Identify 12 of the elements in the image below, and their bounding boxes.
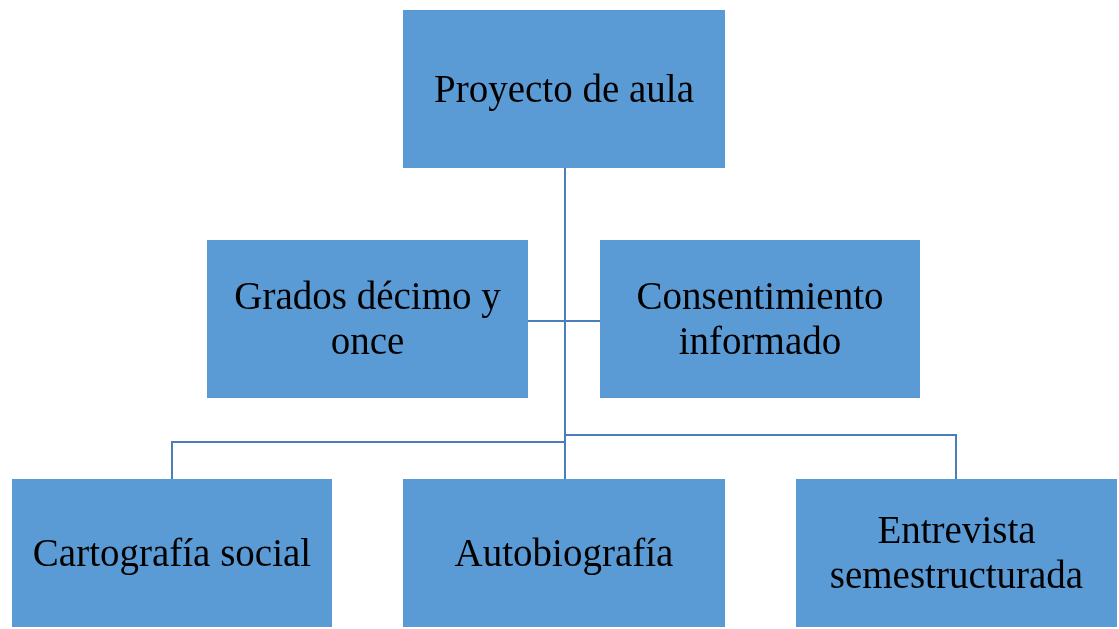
process-box (403, 10, 725, 168)
box-label: Grados décimo y once (233, 274, 502, 364)
process-box (600, 240, 920, 398)
box-label: Entrevista semestructurada (828, 508, 1085, 598)
box-label: Cartografía social (32, 530, 312, 576)
process-box (796, 479, 1117, 627)
process-box (207, 240, 528, 398)
process-box (403, 479, 725, 627)
box-label: Consentimiento informado (635, 274, 885, 364)
box-label: Autobiografía (454, 530, 674, 576)
box-label: Proyecto de aula (434, 66, 694, 112)
process-box (12, 479, 332, 627)
